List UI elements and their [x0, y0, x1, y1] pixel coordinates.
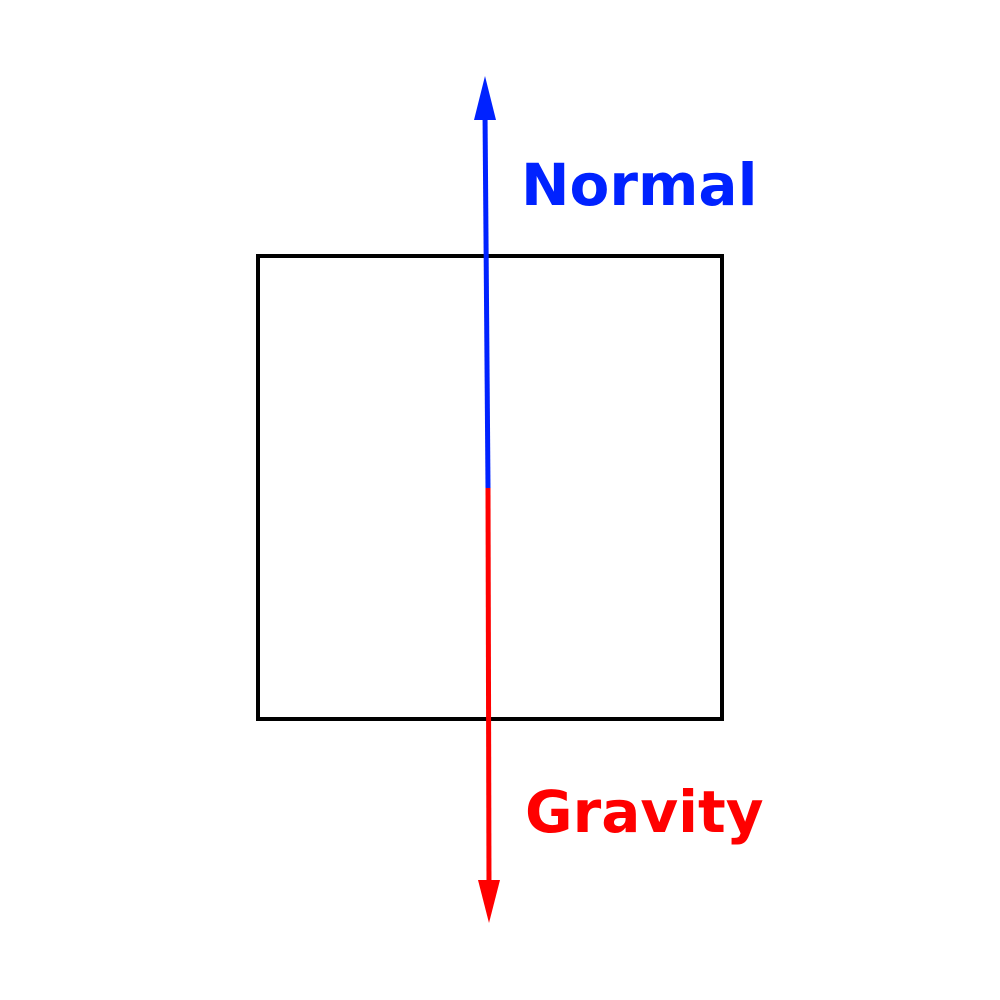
normal-force-label: Normal: [521, 151, 757, 219]
gravity-force-arrow-shaft: [485, 487, 492, 889]
gravity-force-arrowhead: [478, 880, 500, 923]
gravity-force-label: Gravity: [525, 778, 764, 846]
normal-force-arrow-shaft: [482, 111, 491, 489]
normal-force-arrowhead: [474, 76, 496, 120]
